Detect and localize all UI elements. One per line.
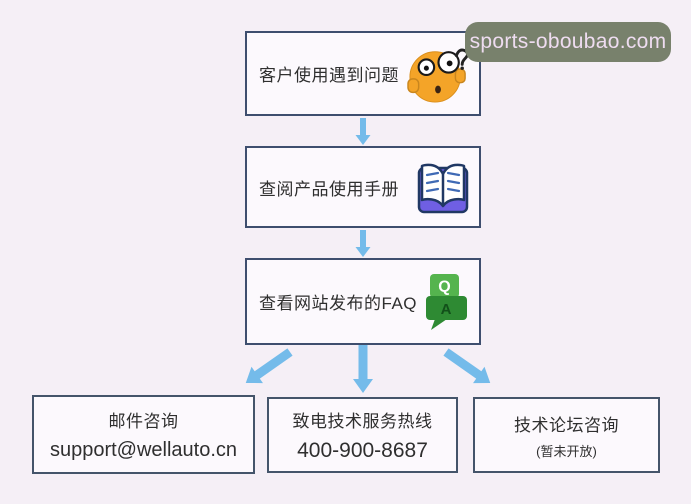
channel-forum-status: (暂未开放): [536, 443, 597, 459]
watermark-badge: sports-oboubao.com: [465, 22, 671, 62]
fan-arrows: [245, 345, 491, 393]
channel-box-email: 邮件咨询 support@wellauto.cn: [32, 395, 255, 474]
channel-box-forum: 技术论坛咨询 (暂未开放): [473, 397, 660, 473]
arrow-down-1: [355, 118, 371, 145]
channel-hotline-number: 400-900-8687: [297, 439, 428, 462]
a-letter: A: [441, 301, 452, 318]
flow-box-problem: 客户使用遇到问题: [245, 31, 481, 116]
channel-email-title: 邮件咨询: [108, 412, 179, 431]
fan-arrow-left: [245, 348, 293, 384]
flow-box-faq: 查看网站发布的FAQ Q A: [245, 258, 481, 345]
watermark-text: sports-oboubao.com: [469, 30, 667, 53]
step-problem-label: 客户使用遇到问题: [259, 66, 399, 85]
channel-box-hotline: 致电技术服务热线 400-900-8687: [267, 397, 458, 473]
step-manual-label: 查阅产品使用手册: [259, 179, 399, 199]
q-letter: Q: [438, 278, 450, 295]
channel-hotline-title: 致电技术服务热线: [292, 412, 433, 431]
channel-email-address: support@wellauto.cn: [49, 439, 238, 461]
arrow-down-2: [355, 230, 371, 257]
fan-arrow-center: [353, 345, 373, 393]
qa-bubbles-icon: Q A: [425, 273, 469, 331]
confused-face-icon: [407, 44, 469, 104]
fan-arrow-right: [443, 348, 491, 384]
open-book-icon: [417, 158, 469, 216]
flow-box-manual: 查阅产品使用手册: [245, 146, 481, 228]
channel-forum-title: 技术论坛咨询: [514, 415, 619, 435]
step-faq-label: 查看网站发布的FAQ: [259, 294, 418, 313]
